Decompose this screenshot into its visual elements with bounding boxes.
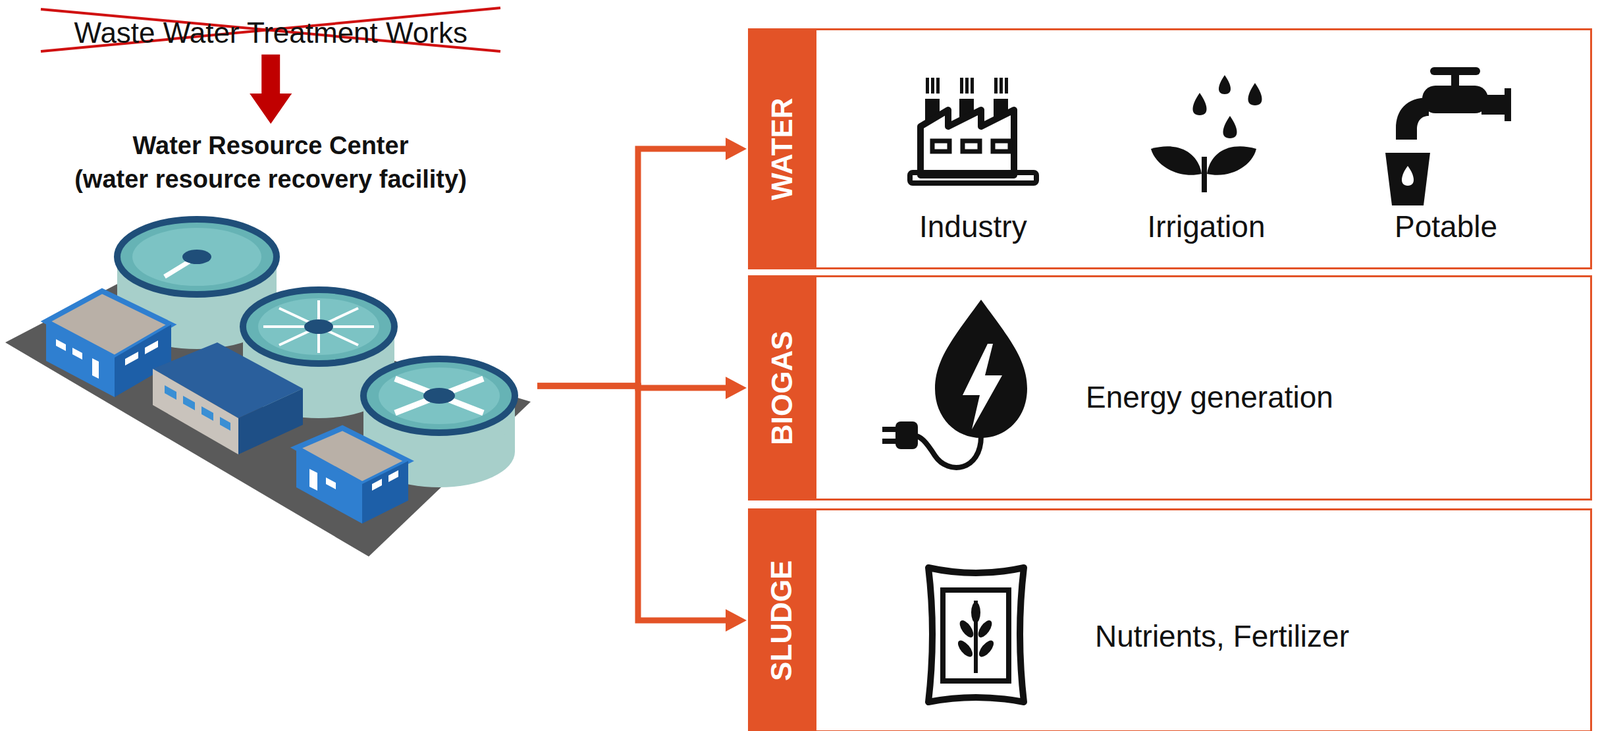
item-label: Irrigation	[1147, 208, 1266, 245]
panel-label: SLUDGE	[766, 559, 799, 681]
strike-cross	[40, 7, 501, 52]
factory-icon	[909, 77, 1037, 184]
output-item: Energy generation	[1081, 376, 1338, 419]
facility-title: Water Resource Center	[5, 129, 536, 163]
old-name-box: Waste Water Treatment Works	[70, 13, 472, 54]
facility-subtitle: (water resource recovery facility)	[5, 162, 536, 197]
output-item: Nutrients, Fertilizer	[1091, 615, 1354, 658]
output-panel: WATER Industry Irrigation Potable	[747, 28, 1593, 270]
output-panel: BIOGAS Energy generation	[747, 275, 1593, 501]
tap-icon	[1385, 67, 1512, 206]
plant-icon	[1150, 75, 1263, 193]
panel-label: BIOGAS	[766, 330, 799, 446]
output-panel: SLUDGE Nutrients, Fertilizer	[747, 508, 1593, 731]
flow-arrow	[261, 54, 280, 94]
panel-label: WATER	[766, 97, 799, 201]
item-label: Potable	[1394, 208, 1498, 245]
item-label: Industry	[919, 208, 1028, 245]
output-item: Industry	[915, 206, 1032, 248]
output-item: Irrigation	[1143, 206, 1270, 248]
item-label: Waste Water Treatment Works	[74, 15, 468, 51]
fertilizer-bag-icon	[928, 567, 1024, 702]
facility-node: Water Resource Center(water resource rec…	[5, 125, 536, 560]
flow-arrow	[537, 385, 726, 621]
energy-icon	[882, 299, 1028, 468]
item-label: Nutrients, Fertilizer	[1094, 618, 1350, 655]
plant-illustration	[5, 219, 531, 557]
output-item: Potable	[1390, 206, 1502, 248]
flow-arrow	[537, 148, 726, 386]
item-label: Energy generation	[1085, 379, 1334, 416]
